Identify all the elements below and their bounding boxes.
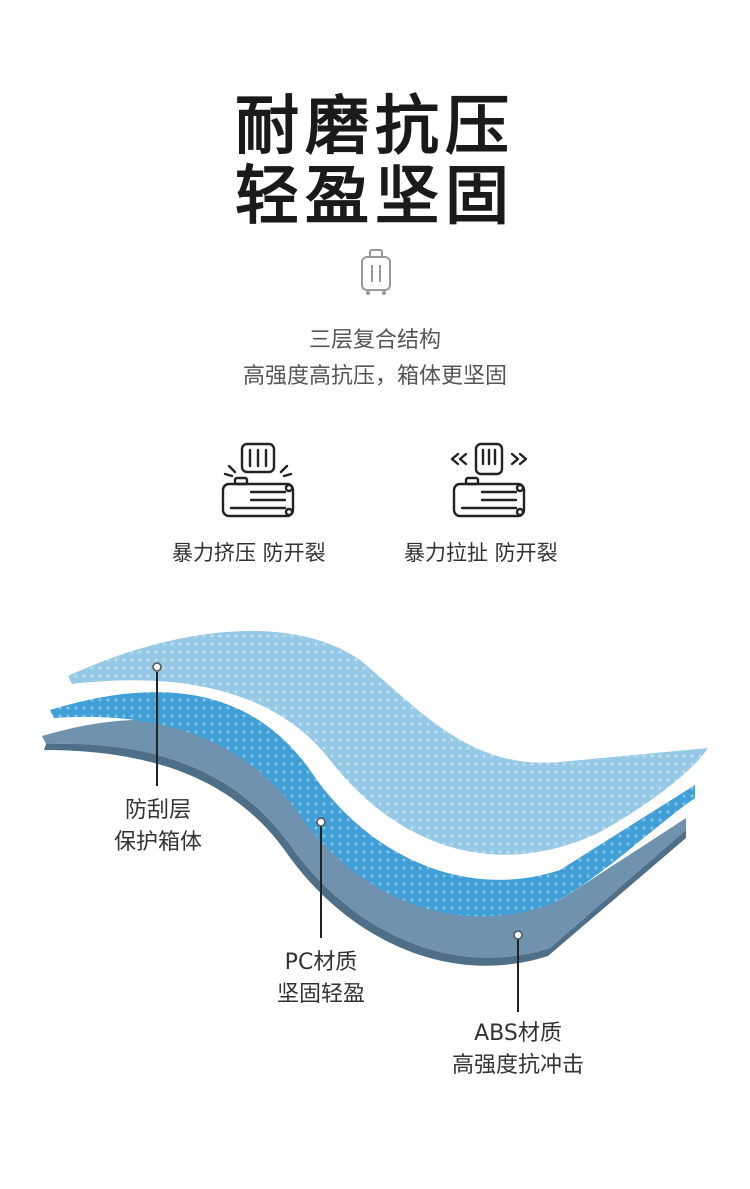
headline-line-2: 轻盈坚固 [235,160,515,234]
headline-line-1: 耐磨抗压 [235,90,515,164]
callout-dot-scratch [152,662,162,672]
intro-line-2: 高强度高抗压，箱体更坚固 [242,364,507,389]
callout-abs-layer: ABS材质 高强度抗冲击 [438,1018,598,1082]
fist-pull-suitcase-icon [450,442,528,518]
callout-scratch-line-1: 防刮层 [124,798,191,823]
intro-line-1: 三层复合结构 [308,328,441,353]
callout-dot-abs [513,930,523,940]
callout-scratch-line-2: 保护箱体 [113,830,202,855]
luggage-icon [361,249,391,295]
callout-pc-layer: PC材质 坚固轻盈 [266,947,376,1011]
callout-pc-line-2: 坚固轻盈 [276,982,365,1007]
callout-dot-pc [316,817,326,827]
callout-abs-line-1: ABS材质 [474,1021,562,1046]
feature-label-squeeze: 暴力挤压 防开裂 [172,541,326,565]
callout-scratch-layer: 防刮层 保护箱体 [108,795,208,859]
abs-layer [42,719,686,958]
feature-label-pull: 暴力拉扯 防开裂 [404,541,558,565]
callout-abs-line-2: 高强度抗冲击 [451,1053,584,1078]
layer-illustration [42,630,708,1012]
fist-press-suitcase-icon [221,442,295,518]
callout-pc-line-1: PC材质 [284,950,358,975]
